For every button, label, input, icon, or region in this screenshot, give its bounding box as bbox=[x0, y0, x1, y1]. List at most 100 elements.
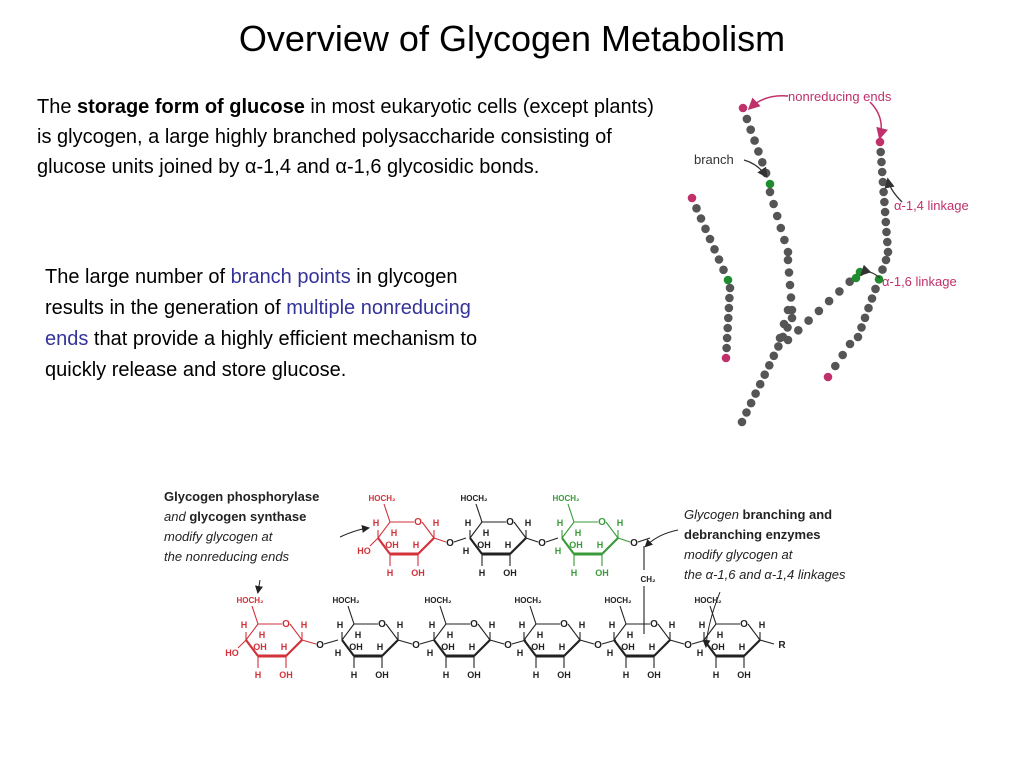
bond bbox=[613, 639, 627, 657]
atom-label: O bbox=[470, 619, 478, 630]
bond bbox=[433, 639, 447, 657]
glucose-unit bbox=[880, 207, 890, 217]
branching-enzymes-label: Glycogen branching and debranching enzym… bbox=[684, 507, 846, 582]
arrow-nonreducing-left bbox=[747, 95, 789, 111]
atom-label: OH bbox=[621, 642, 635, 652]
glucose-unit bbox=[831, 361, 840, 371]
atom-label: HOCH₂ bbox=[236, 596, 264, 605]
bond bbox=[469, 521, 483, 539]
glucose-unit bbox=[787, 313, 797, 323]
bond bbox=[245, 623, 259, 641]
atom-label: H bbox=[649, 642, 656, 652]
atom-label: H bbox=[301, 620, 308, 630]
glucose-unit bbox=[845, 277, 854, 286]
bond bbox=[469, 537, 483, 555]
glucose-unit bbox=[724, 313, 733, 323]
glucose-unit bbox=[722, 333, 732, 343]
atom-label: H bbox=[555, 546, 562, 556]
arrow-to-bottom-end bbox=[255, 579, 263, 594]
glucose-unit bbox=[877, 157, 886, 167]
page-title: Overview of Glycogen Metabolism bbox=[238, 18, 786, 59]
atom-label: H bbox=[739, 642, 746, 652]
bond bbox=[341, 639, 355, 657]
glucose-unit bbox=[714, 255, 724, 264]
glucose-unit bbox=[779, 319, 789, 329]
bond bbox=[525, 537, 539, 543]
bond bbox=[369, 537, 379, 547]
nonreducing-end bbox=[738, 103, 748, 113]
glucose-unit bbox=[857, 323, 866, 332]
atom-label: H bbox=[525, 518, 532, 528]
bond bbox=[237, 639, 247, 649]
atom-label: H bbox=[607, 648, 614, 658]
bond bbox=[377, 521, 391, 539]
atom-label: OH bbox=[253, 642, 267, 652]
bond bbox=[385, 623, 399, 641]
glucose-unit bbox=[867, 294, 877, 303]
glucose-unit bbox=[705, 234, 715, 244]
atom-label: H bbox=[281, 642, 288, 652]
glucose-unit bbox=[722, 343, 731, 353]
glucose-unit bbox=[783, 255, 793, 265]
atom-label: OH bbox=[647, 670, 661, 680]
atom-label: H bbox=[387, 568, 394, 578]
branch-paragraph: The large number of branch points in gly… bbox=[45, 266, 478, 381]
atom-label: H bbox=[717, 630, 724, 640]
atom-label: OH bbox=[477, 540, 491, 550]
atom-label: H bbox=[469, 642, 476, 652]
atom-label: HOCH₂ bbox=[604, 596, 632, 605]
atom-label: H bbox=[571, 568, 578, 578]
atom-label: H bbox=[505, 540, 512, 550]
bond bbox=[613, 623, 627, 641]
atom-label: H bbox=[397, 620, 404, 630]
arrow-to-top-end bbox=[339, 524, 370, 538]
bond bbox=[347, 605, 355, 625]
arrow-a14 bbox=[884, 177, 903, 203]
atom-label: H bbox=[465, 518, 472, 528]
glucose-unit bbox=[860, 313, 870, 323]
label-a16-linkage: α-1,6 linkage bbox=[882, 274, 957, 289]
atom-label: H bbox=[483, 528, 490, 538]
bond bbox=[601, 537, 619, 555]
bond bbox=[475, 503, 483, 523]
atom-label: H bbox=[351, 670, 358, 680]
bond bbox=[605, 521, 619, 539]
glucose-unit bbox=[783, 305, 793, 315]
bond bbox=[417, 537, 435, 555]
glucose-unit bbox=[880, 197, 889, 207]
arrow-a16 bbox=[860, 264, 881, 279]
bond bbox=[759, 639, 775, 645]
glucose-unit bbox=[878, 265, 887, 274]
arrow-nonreducing-right bbox=[869, 101, 889, 140]
glucose-unit bbox=[775, 333, 785, 343]
atom-label: OH bbox=[569, 540, 583, 550]
atom-label: OH bbox=[711, 642, 725, 652]
glucose-unit bbox=[760, 370, 769, 380]
bond bbox=[561, 537, 575, 555]
bond bbox=[419, 639, 435, 645]
atom-label: H bbox=[255, 670, 262, 680]
glucose-unit bbox=[878, 177, 888, 187]
bond bbox=[473, 639, 491, 657]
glucose-unit bbox=[746, 398, 756, 408]
atom-label: H bbox=[699, 620, 706, 630]
bond bbox=[341, 623, 355, 641]
svg-text:the nonreducing ends: the nonreducing ends bbox=[164, 549, 290, 564]
glucose-unit bbox=[784, 268, 794, 277]
atom-label: OH bbox=[349, 642, 363, 652]
atom-label: OH bbox=[531, 642, 545, 652]
arrow-branch bbox=[743, 159, 768, 179]
glucose-unit bbox=[710, 245, 719, 254]
atom-label: O bbox=[630, 538, 638, 549]
atom-label: H bbox=[533, 670, 540, 680]
svg-text:and glycogen synthase: and glycogen synthase bbox=[164, 509, 306, 524]
glucose-unit bbox=[824, 296, 834, 306]
arrow-to-a16 bbox=[644, 529, 679, 548]
svg-text:the α-1,6 and α-1,4 linkages: the α-1,6 and α-1,4 linkages bbox=[684, 567, 846, 582]
atom-label: OH bbox=[737, 670, 751, 680]
bond bbox=[433, 623, 447, 641]
svg-text:Glycogen branching and: Glycogen branching and bbox=[684, 507, 832, 522]
bold-term: storage form of glucose bbox=[77, 96, 305, 118]
bond bbox=[251, 605, 259, 625]
